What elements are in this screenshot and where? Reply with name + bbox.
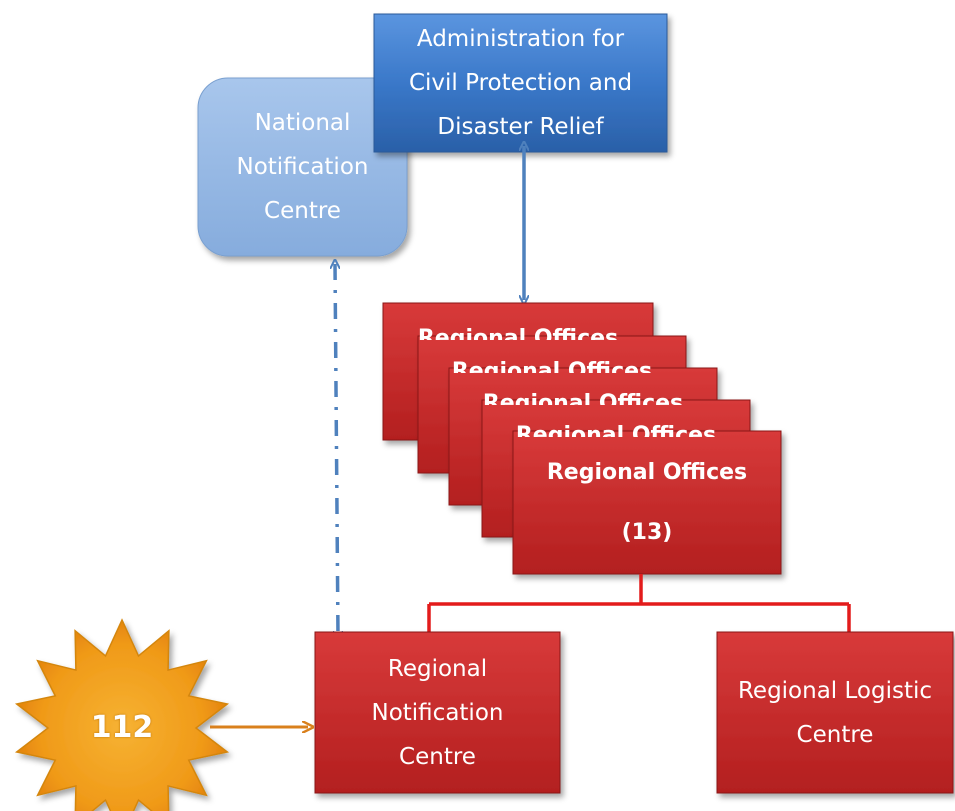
administration-box	[373, 13, 668, 153]
emergency-112-star	[14, 618, 230, 811]
national-regional-dashdot-connector	[335, 264, 338, 636]
regional-logistic-box	[716, 631, 954, 794]
national-notification-box	[197, 77, 408, 257]
regional-offices-label: Regional Offices (13)	[546, 459, 748, 545]
regional-office-stack-1-label: Regional Offices	[417, 326, 619, 340]
regional-office-stack-3-label: Regional Offices	[482, 391, 684, 405]
regional-notification-box	[314, 631, 561, 794]
regional-office-stack-2-label: Regional Offices	[451, 359, 653, 373]
regional-office-stack-1-label-clip: Regional Offices	[383, 322, 653, 340]
regional-logistic-label: Regional Logistic Centre	[737, 677, 933, 748]
national-notification-label: National Notification Centre	[236, 110, 369, 224]
regional-offices-box	[512, 430, 782, 575]
regional-office-stack-3-label-clip: Regional Offices	[449, 387, 717, 405]
regional-office-stack-4-label: Regional Offices	[515, 423, 717, 437]
regional-office-stack-4-label-clip: Regional Offices	[482, 419, 750, 437]
offices-branch-connector	[427, 574, 851, 636]
regional-notification-label: Regional Notification Centre	[371, 655, 504, 770]
regional-office-stack-2-label-clip: Regional Offices	[418, 355, 686, 373]
emergency-112-label: 112	[90, 710, 154, 745]
administration-label: Administration for Civil Protection and …	[408, 26, 633, 140]
